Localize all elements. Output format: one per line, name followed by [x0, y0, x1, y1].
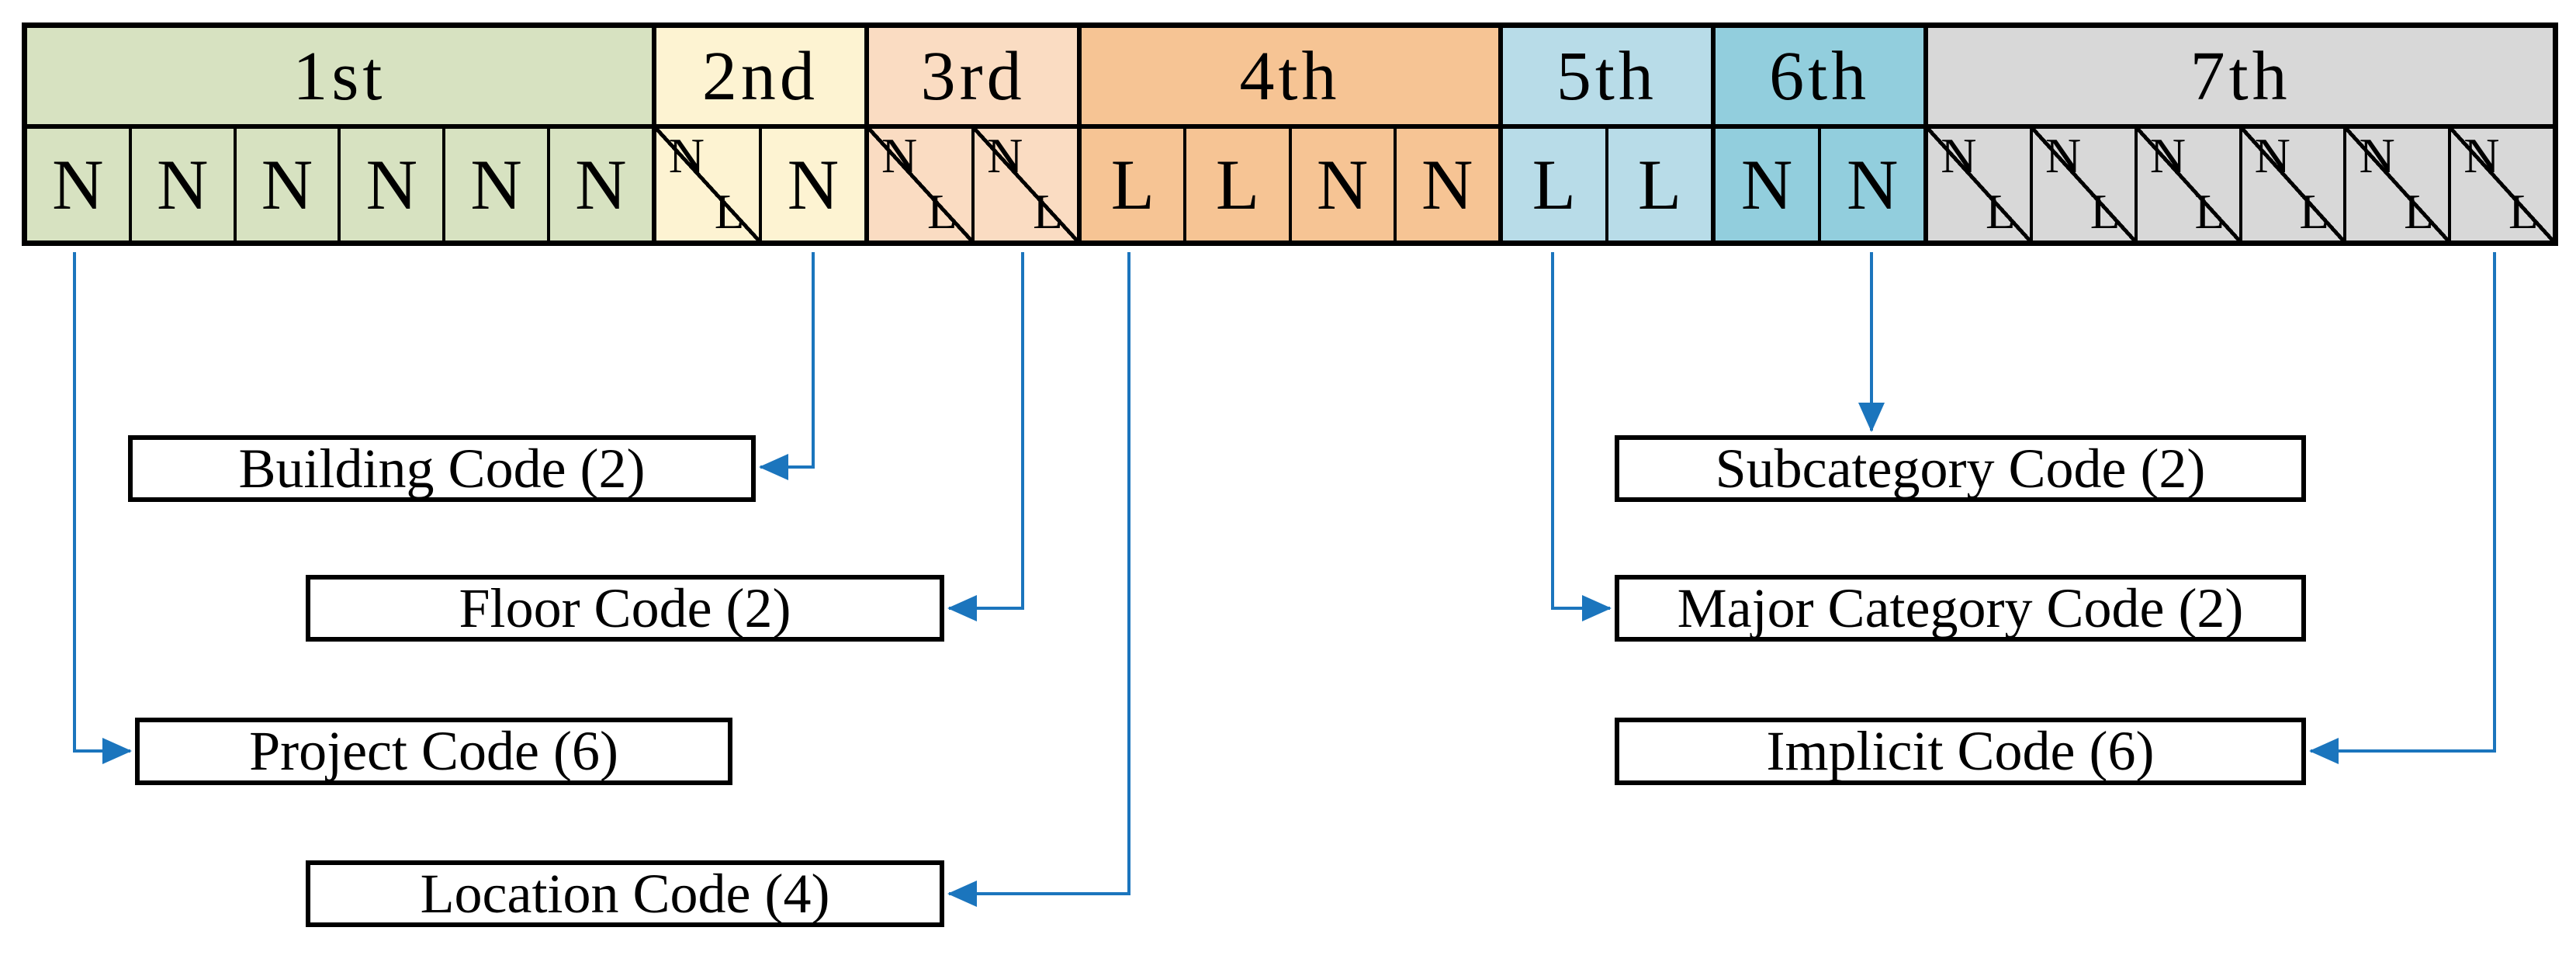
segment-header-1st: 1st — [27, 28, 652, 129]
label-box-location-code: Location Code (4) — [306, 860, 944, 927]
cell-N: N — [442, 129, 547, 240]
split-top-letter: N — [2045, 128, 2082, 183]
subcategory-code-label: Subcategory Code (2) — [1715, 437, 2206, 500]
cell-N: N — [1818, 129, 1923, 240]
label-box-subcategory-code: Subcategory Code (2) — [1615, 435, 2306, 502]
split-top-letter: N — [987, 128, 1023, 183]
arrow-to-implicit-code — [2309, 252, 2496, 764]
cell-N: N — [1288, 129, 1394, 240]
split-top-letter: N — [1941, 128, 1977, 183]
cell-N: N — [758, 129, 864, 240]
cell-N: N — [233, 129, 338, 240]
split-top-letter: N — [2359, 128, 2395, 183]
segment-header-4th: 4th — [1082, 28, 1498, 129]
implicit-code-label: Implicit Code (6) — [1766, 720, 2155, 782]
arrow-to-floor-code — [947, 252, 1024, 621]
major-category-code-label: Major Category Code (2) — [1677, 576, 2244, 639]
location-code-label: Location Code (4) — [420, 862, 830, 925]
label-box-major-category-code: Major Category Code (2) — [1615, 575, 2306, 642]
split-bottom-letter: L — [2090, 184, 2121, 239]
cell-N: N — [52, 145, 104, 224]
cell-N: N — [1393, 129, 1498, 240]
arrow-to-location-code — [947, 252, 1130, 907]
label-box-project-code: Project Code (6) — [135, 718, 732, 785]
label-box-implicit-code: Implicit Code (6) — [1615, 718, 2306, 785]
cell-L: L — [1110, 145, 1155, 224]
split-top-letter: N — [881, 128, 918, 183]
split-top-letter: N — [668, 128, 705, 183]
split-bottom-letter: L — [1985, 184, 2017, 239]
segment-header-6th: 6th — [1716, 28, 1924, 129]
split-bottom-letter: L — [2299, 184, 2330, 239]
arrow-to-project-code — [73, 252, 132, 764]
segment-header-7th: 7th — [1928, 28, 2553, 129]
label-box-floor-code: Floor Code (2) — [306, 575, 944, 642]
split-top-letter: N — [2463, 128, 2500, 183]
split-bottom-letter: L — [927, 184, 958, 239]
split-bottom-letter: L — [2508, 184, 2540, 239]
cell-L: L — [1183, 129, 1288, 240]
cell-L: L — [1605, 129, 1711, 240]
arrow-to-major-category-code — [1551, 252, 1612, 621]
split-bottom-letter: L — [2194, 184, 2225, 239]
split-top-letter: N — [2254, 128, 2290, 183]
cell-N: N — [128, 129, 234, 240]
cell-N: N — [546, 129, 652, 240]
cell-N: N — [338, 129, 442, 240]
project-code-label: Project Code (6) — [249, 720, 618, 782]
cell-L: L — [1532, 145, 1576, 224]
arrow-to-building-code — [759, 252, 815, 480]
split-bottom-letter: L — [1033, 184, 1064, 239]
label-box-building-code: Building Code (2) — [128, 435, 756, 502]
split-bottom-letter: L — [714, 184, 745, 239]
building-code-label: Building Code (2) — [238, 437, 646, 500]
floor-code-label: Floor Code (2) — [459, 576, 791, 639]
split-top-letter: N — [2149, 128, 2186, 183]
cell-N: N — [1740, 145, 1793, 224]
segment-header-3rd: 3rd — [869, 28, 1078, 129]
segment-header-5th: 5th — [1502, 28, 1711, 129]
segment-header-2nd: 2nd — [656, 28, 864, 129]
split-bottom-letter: L — [2404, 184, 2435, 239]
